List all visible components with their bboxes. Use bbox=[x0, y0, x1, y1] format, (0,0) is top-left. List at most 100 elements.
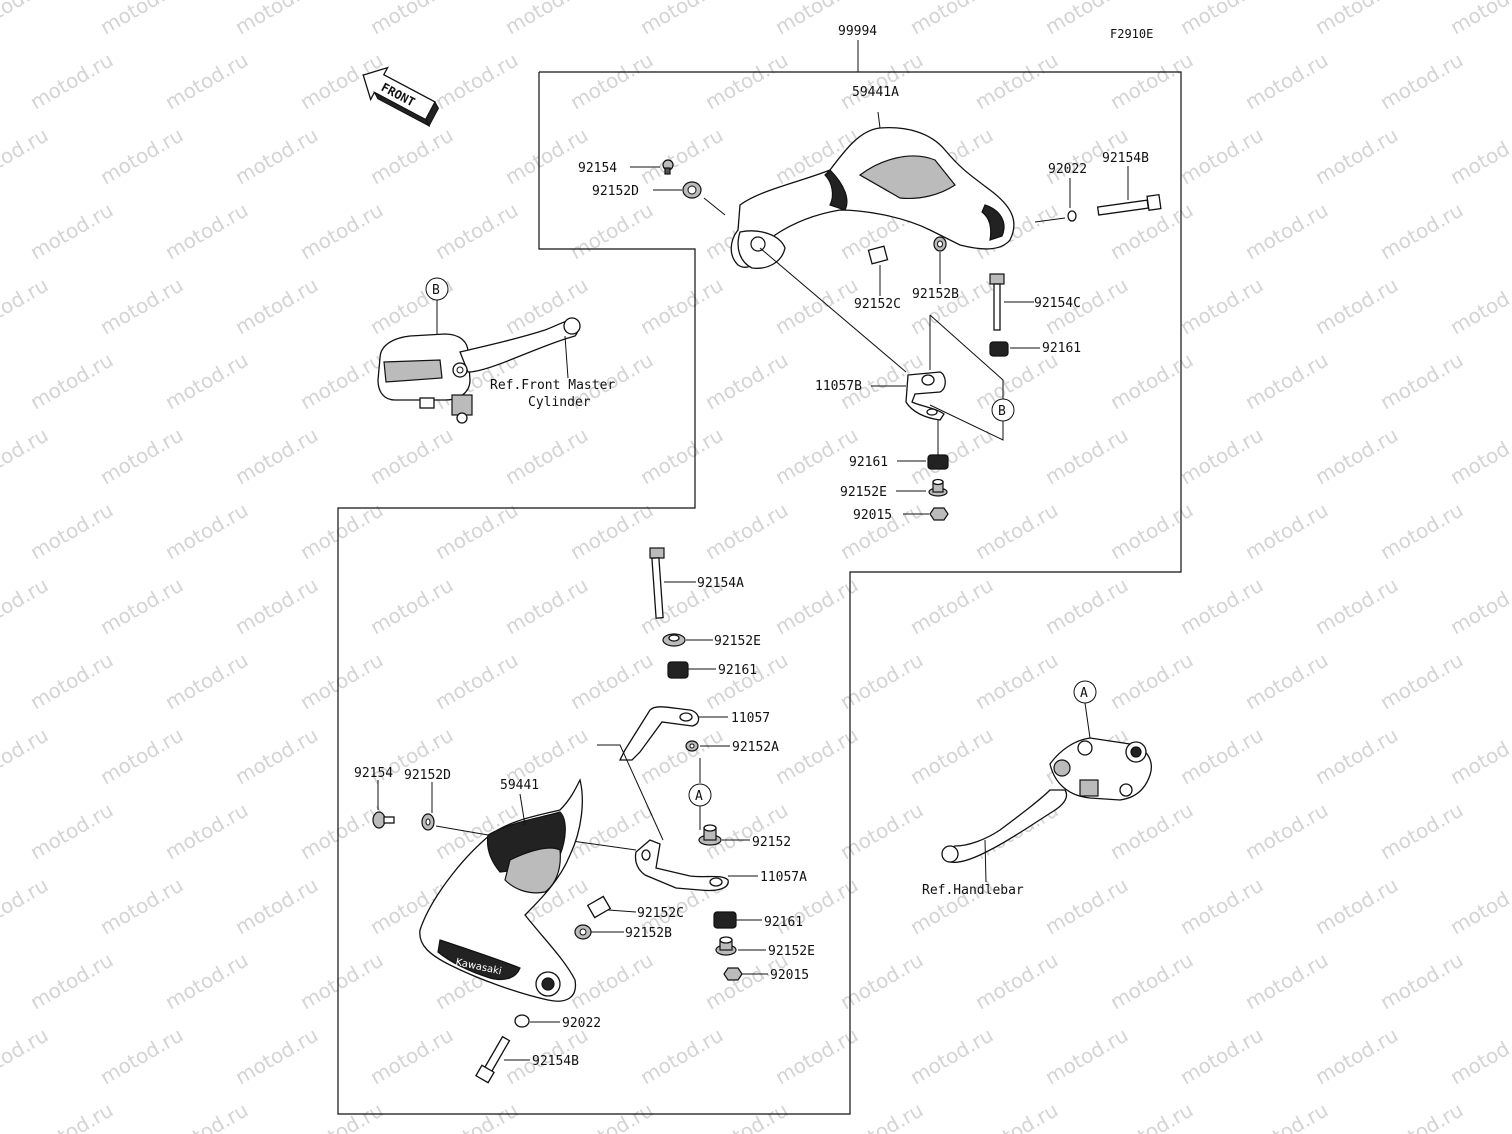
watermark-text: motod.ru bbox=[1311, 123, 1402, 190]
label-92152D-low: 92152D bbox=[404, 768, 451, 783]
watermark-text: motod.ru bbox=[771, 273, 862, 340]
watermark-text: motod.ru bbox=[636, 0, 727, 39]
watermark-text: motod.ru bbox=[96, 1023, 187, 1090]
label-11057A: 11057A bbox=[760, 870, 807, 885]
label-59441: 59441 bbox=[500, 778, 539, 793]
watermark-text: motod.ru bbox=[1176, 423, 1267, 490]
ref-master-cylinder-line2: Cylinder bbox=[528, 395, 591, 410]
grommet-92161-top2 bbox=[927, 454, 949, 470]
watermark-text: motod.ru bbox=[1106, 798, 1197, 865]
watermark-text: motod.ru bbox=[231, 273, 322, 340]
watermark-text: motod.ru bbox=[771, 1023, 862, 1090]
label-92152E-mid: 92152E bbox=[714, 634, 761, 649]
watermark-text: motod.ru bbox=[501, 0, 592, 39]
watermark-text: motod.ru bbox=[161, 648, 252, 715]
washer-92152A bbox=[685, 740, 699, 752]
assembly-outline bbox=[337, 71, 1182, 1115]
spacer-92152C-low bbox=[586, 895, 612, 919]
watermark-text: motod.ru bbox=[1241, 1098, 1332, 1134]
watermark-text: motod.ru bbox=[701, 498, 792, 565]
label-92152: 92152 bbox=[752, 835, 791, 850]
watermark-text: motod.ru bbox=[971, 48, 1062, 115]
label-92152A: 92152A bbox=[732, 740, 779, 755]
label-92022-top: 92022 bbox=[1048, 162, 1087, 177]
watermark-text: motod.ru bbox=[971, 348, 1062, 415]
label-92154B-top: 92154B bbox=[1102, 151, 1149, 166]
watermark-text: motod.ru bbox=[1106, 1098, 1197, 1134]
handguard-59441A bbox=[730, 111, 1015, 269]
label-92154B-low: 92154B bbox=[532, 1054, 579, 1069]
watermark-text: motod.ru bbox=[26, 198, 117, 265]
label-92152C-low: 92152C bbox=[637, 906, 684, 921]
watermark-text: motod.ru bbox=[971, 948, 1062, 1015]
watermark-text: motod.ru bbox=[906, 1023, 997, 1090]
label-92152E-top: 92152E bbox=[840, 485, 887, 500]
label-92154C: 92154C bbox=[1034, 296, 1081, 311]
watermark-text: motod.ru bbox=[1311, 723, 1402, 790]
watermark-text: motod.ru bbox=[26, 1098, 117, 1134]
watermark-text: motod.ru bbox=[161, 1098, 252, 1134]
collar-92152D-low bbox=[421, 813, 435, 831]
watermark-text: motod.ru bbox=[1446, 123, 1512, 190]
ref-handlebar: Ref.Handlebar bbox=[922, 883, 1024, 898]
watermark-text: motod.ru bbox=[1376, 48, 1467, 115]
watermark-text: motod.ru bbox=[1106, 48, 1197, 115]
collar-92152E-top bbox=[928, 478, 948, 497]
label-92152B-top: 92152B bbox=[912, 287, 959, 302]
watermark-text: motod.ru bbox=[1311, 0, 1402, 39]
label-92154A: 92154A bbox=[697, 576, 744, 591]
watermark-text: motod.ru bbox=[161, 498, 252, 565]
bracket-11057A bbox=[634, 839, 729, 892]
watermark-text: motod.ru bbox=[161, 348, 252, 415]
washer-92022-top bbox=[1067, 210, 1077, 222]
watermark-text: motod.ru bbox=[161, 48, 252, 115]
label-92152D-top: 92152D bbox=[592, 184, 639, 199]
watermark-text: motod.ru bbox=[1311, 423, 1402, 490]
watermark-text: motod.ru bbox=[161, 198, 252, 265]
watermark-text: motod.ru bbox=[906, 273, 997, 340]
watermark-text: motod.ru bbox=[1241, 648, 1332, 715]
watermark-text: motod.ru bbox=[1041, 873, 1132, 940]
watermark-text: motod.ru bbox=[1176, 0, 1267, 39]
handguard-59441: Kawasaki bbox=[419, 778, 583, 1002]
watermark-text: motod.ru bbox=[636, 423, 727, 490]
watermark-text: motod.ru bbox=[366, 1023, 457, 1090]
watermark-text: motod.ru bbox=[1241, 348, 1332, 415]
spacer-92152C-top bbox=[867, 245, 889, 265]
bracket-11057B bbox=[905, 371, 946, 421]
watermark-text: motod.ru bbox=[26, 798, 117, 865]
label-11057B: 11057B bbox=[815, 379, 862, 394]
watermark-text: motod.ru bbox=[1041, 1023, 1132, 1090]
label-92154-low: 92154 bbox=[354, 766, 393, 781]
washer-92022-low bbox=[514, 1014, 530, 1028]
label-92015-low: 92015 bbox=[770, 968, 809, 983]
watermark-text: motod.ru bbox=[636, 1023, 727, 1090]
label-92152B-low: 92152B bbox=[625, 926, 672, 941]
watermark-text: motod.ru bbox=[906, 723, 997, 790]
bolt-92154A bbox=[649, 547, 665, 619]
washer-92152B-top bbox=[933, 236, 947, 252]
watermark-text: motod.ru bbox=[566, 948, 657, 1015]
bolt-92154B-top bbox=[1096, 193, 1162, 216]
watermark-text: motod.ru bbox=[971, 498, 1062, 565]
watermark-text: motod.ru bbox=[1446, 0, 1512, 39]
watermark-text: motod.ru bbox=[0, 423, 52, 490]
callout-A-mid-label: A bbox=[695, 789, 703, 804]
watermark-text: motod.ru bbox=[431, 198, 522, 265]
watermark-text: motod.ru bbox=[366, 423, 457, 490]
watermark-text: motod.ru bbox=[501, 123, 592, 190]
watermark-text: motod.ru bbox=[1106, 948, 1197, 1015]
label-92022-low: 92022 bbox=[562, 1016, 601, 1031]
watermark-text: motod.ru bbox=[566, 648, 657, 715]
watermark-text: motod.ru bbox=[1376, 348, 1467, 415]
label-92015-top: 92015 bbox=[853, 508, 892, 523]
watermark-text: motod.ru bbox=[1376, 1098, 1467, 1134]
watermark-text: motod.ru bbox=[1176, 123, 1267, 190]
figure-code: F2910E bbox=[1110, 27, 1153, 41]
watermark-text: motod.ru bbox=[836, 48, 927, 115]
watermark-text: motod.ru bbox=[231, 423, 322, 490]
watermark-text: motod.ru bbox=[1376, 498, 1467, 565]
watermark-text: motod.ru bbox=[971, 1098, 1062, 1134]
assembly-label: 99994 bbox=[838, 24, 877, 39]
watermark-text: motod.ru bbox=[296, 198, 387, 265]
